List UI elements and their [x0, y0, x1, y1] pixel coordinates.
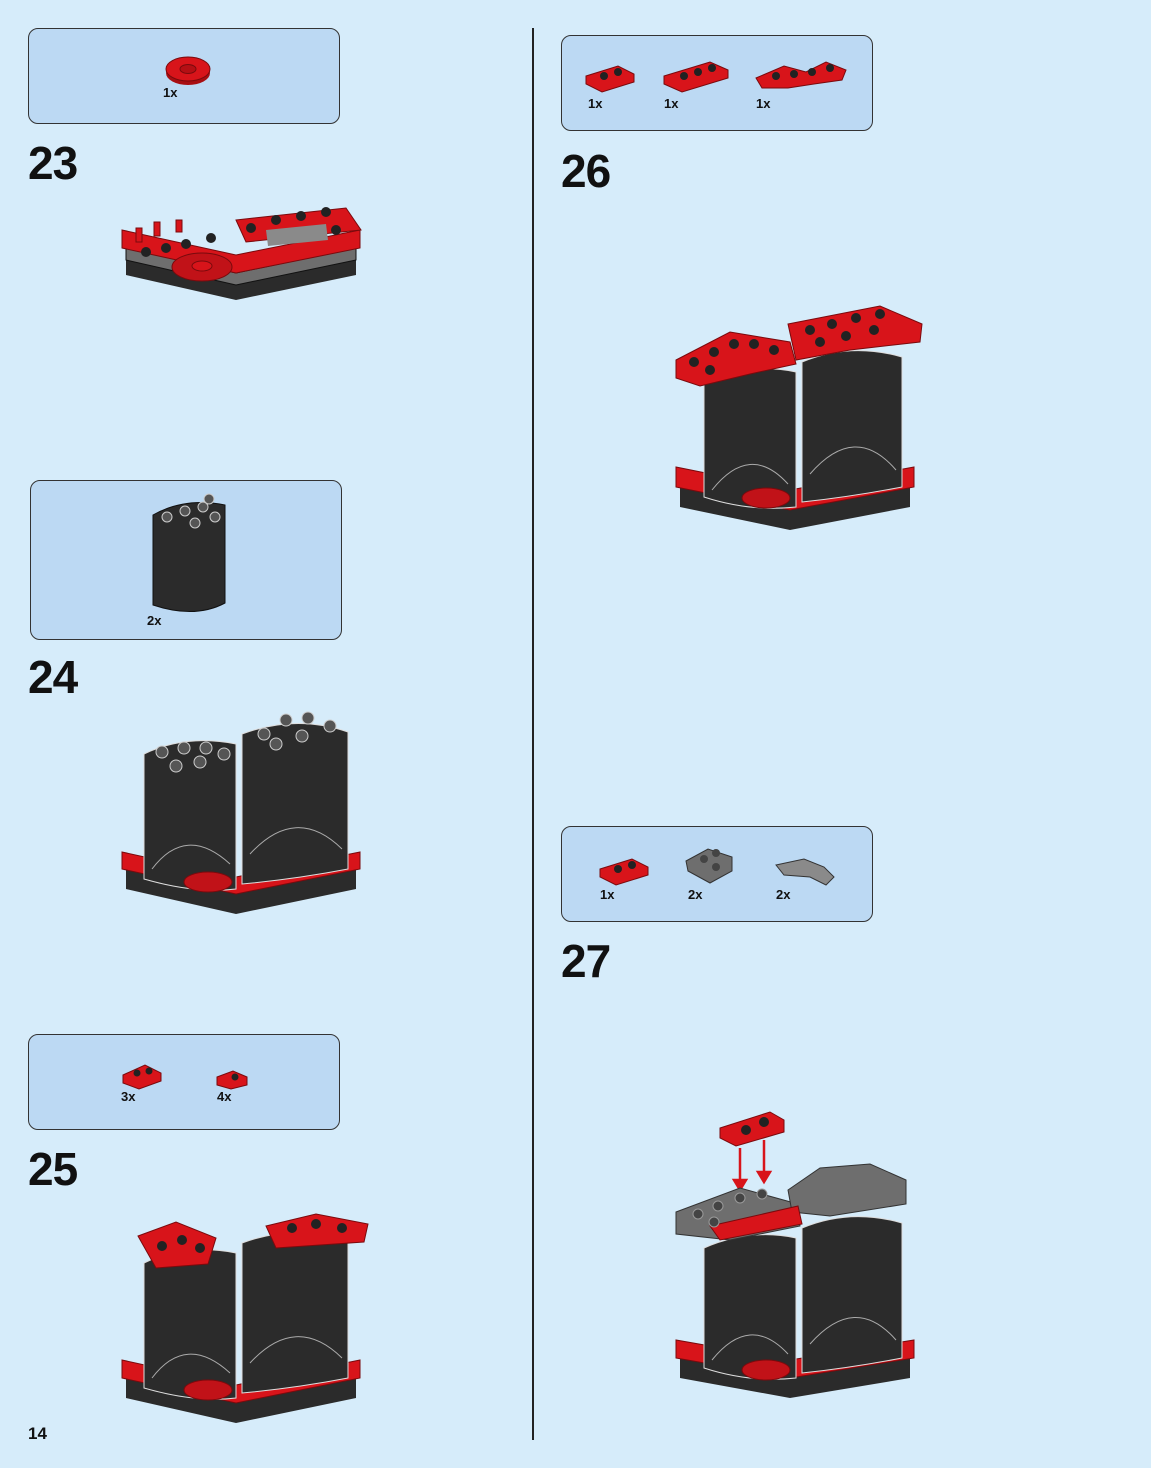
- parts-callout-step-24: 2x: [30, 480, 342, 640]
- column-divider: [532, 28, 534, 1440]
- red-round-plate-icon: [165, 56, 211, 85]
- step-number-23: 23: [28, 137, 78, 189]
- incoming-red-plate: [719, 1111, 785, 1147]
- step-number-27: 27: [561, 935, 611, 987]
- step-23-assembly: [121, 207, 362, 300]
- part-quantity: 1x: [600, 887, 615, 902]
- step-27-assembly: [675, 1111, 915, 1398]
- gray-curved-tile-icon: [775, 858, 835, 886]
- step-number-26: 26: [561, 145, 611, 197]
- red-clip-plate-icon: [122, 1064, 162, 1090]
- part-quantity: 2x: [147, 613, 162, 628]
- parts-callout-step-23: 1x: [28, 28, 340, 124]
- part-quantity: 1x: [756, 96, 771, 111]
- red-small-clip-icon: [216, 1070, 248, 1090]
- part-quantity: 1x: [163, 85, 178, 100]
- gray-wedge-plate-icon: [685, 848, 733, 884]
- parts-callout-step-26: 1x 1x 1x: [561, 35, 873, 131]
- parts-callout-step-27: 1x 2x 2x: [561, 826, 873, 922]
- part-quantity: 2x: [776, 887, 791, 902]
- part-quantity: 1x: [588, 96, 603, 111]
- red-angled-plate-icon: [755, 61, 847, 89]
- step-24-assembly: [121, 711, 361, 914]
- red-plate-1x3-icon: [663, 61, 729, 93]
- part-quantity: 3x: [121, 1089, 136, 1104]
- step-25-assembly: [121, 1213, 369, 1423]
- step-number-24: 24: [28, 651, 78, 703]
- part-quantity: 4x: [217, 1089, 232, 1104]
- black-cylinder-panel-icon: [152, 493, 226, 613]
- parts-callout-step-25: 3x 4x: [28, 1034, 340, 1130]
- part-quantity: 1x: [664, 96, 679, 111]
- red-plate-1x2-icon: [585, 65, 635, 93]
- step-26-assembly: [675, 305, 923, 530]
- page-number: 14: [28, 1424, 47, 1443]
- arrow-icon: [731, 1140, 773, 1193]
- part-quantity: 2x: [688, 887, 703, 902]
- red-plate-1x2-icon: [599, 858, 649, 886]
- step-number-25: 25: [28, 1143, 78, 1195]
